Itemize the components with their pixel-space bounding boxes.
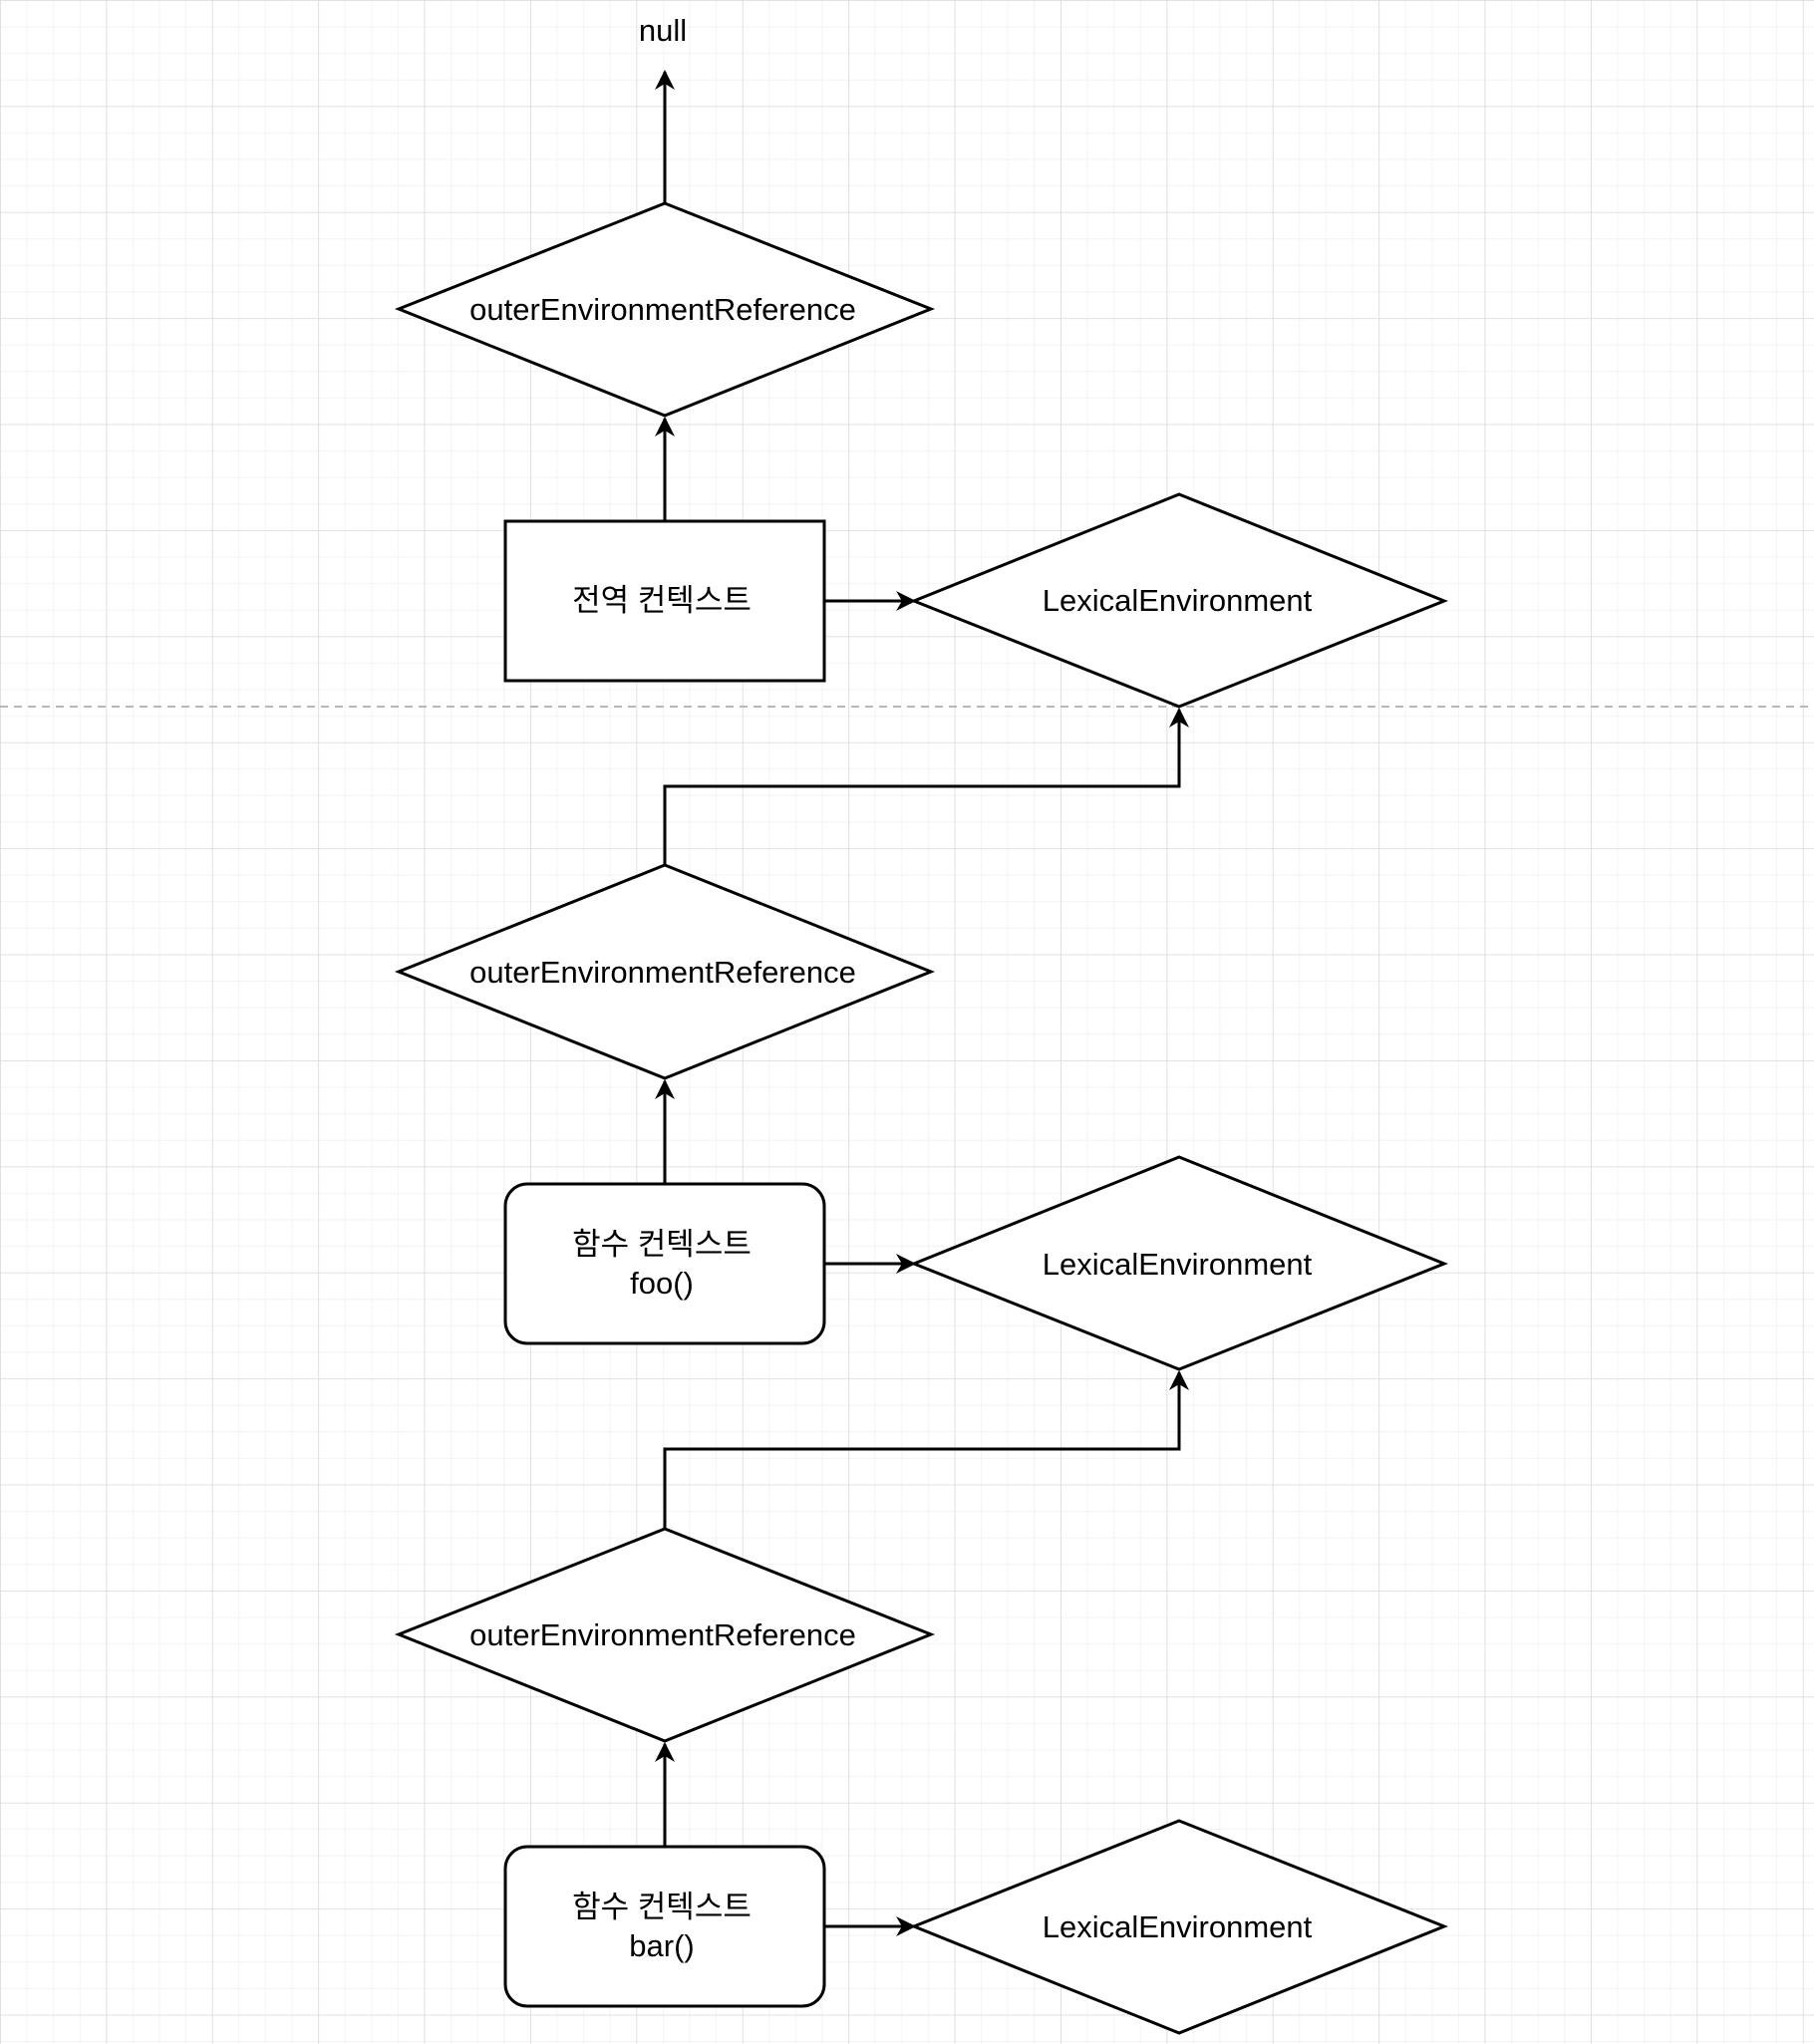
outer-ref-diamond-3: outerEnvironmentReference [394,1527,936,1743]
bar-context-label-line1: 함수 컨텍스트 [572,1890,752,1924]
bar-context-label-line2: bar() [629,1928,694,1963]
foo-context-label-line1: 함수 컨텍스트 [572,1227,752,1262]
foo-context-label-line2: foo() [630,1266,694,1301]
outer-ref-label-1: outerEnvironmentReference [469,292,856,327]
foo-context-box: 함수 컨텍스트 foo() [503,1182,826,1345]
lex-env-label-1: LexicalEnvironment [1043,583,1313,618]
outer-ref-label-2: outerEnvironmentReference [469,955,856,990]
lex-env-diamond-2: LexicalEnvironment [909,1155,1449,1371]
lex-env-label-3: LexicalEnvironment [1043,1909,1313,1944]
lex-env-diamond-3: LexicalEnvironment [909,1819,1449,2035]
outer-ref-diamond-2: outerEnvironmentReference [394,863,936,1080]
arrow-outer-ref-2-to-lex-env-1 [663,708,1189,865]
bar-context-box: 함수 컨텍스트 bar() [503,1845,826,2008]
lex-env-diamond-1: LexicalEnvironment [909,492,1449,709]
global-context-box: 전역 컨텍스트 [503,519,826,683]
null-label: null [639,13,687,48]
outer-ref-diamond-1: outerEnvironmentReference [394,201,936,418]
arrow-outer-ref-3-to-lex-env-2 [663,1370,1189,1529]
outer-ref-label-3: outerEnvironmentReference [469,1617,856,1652]
lex-env-label-2: LexicalEnvironment [1043,1247,1313,1282]
global-context-label: 전역 컨텍스트 [572,583,752,618]
